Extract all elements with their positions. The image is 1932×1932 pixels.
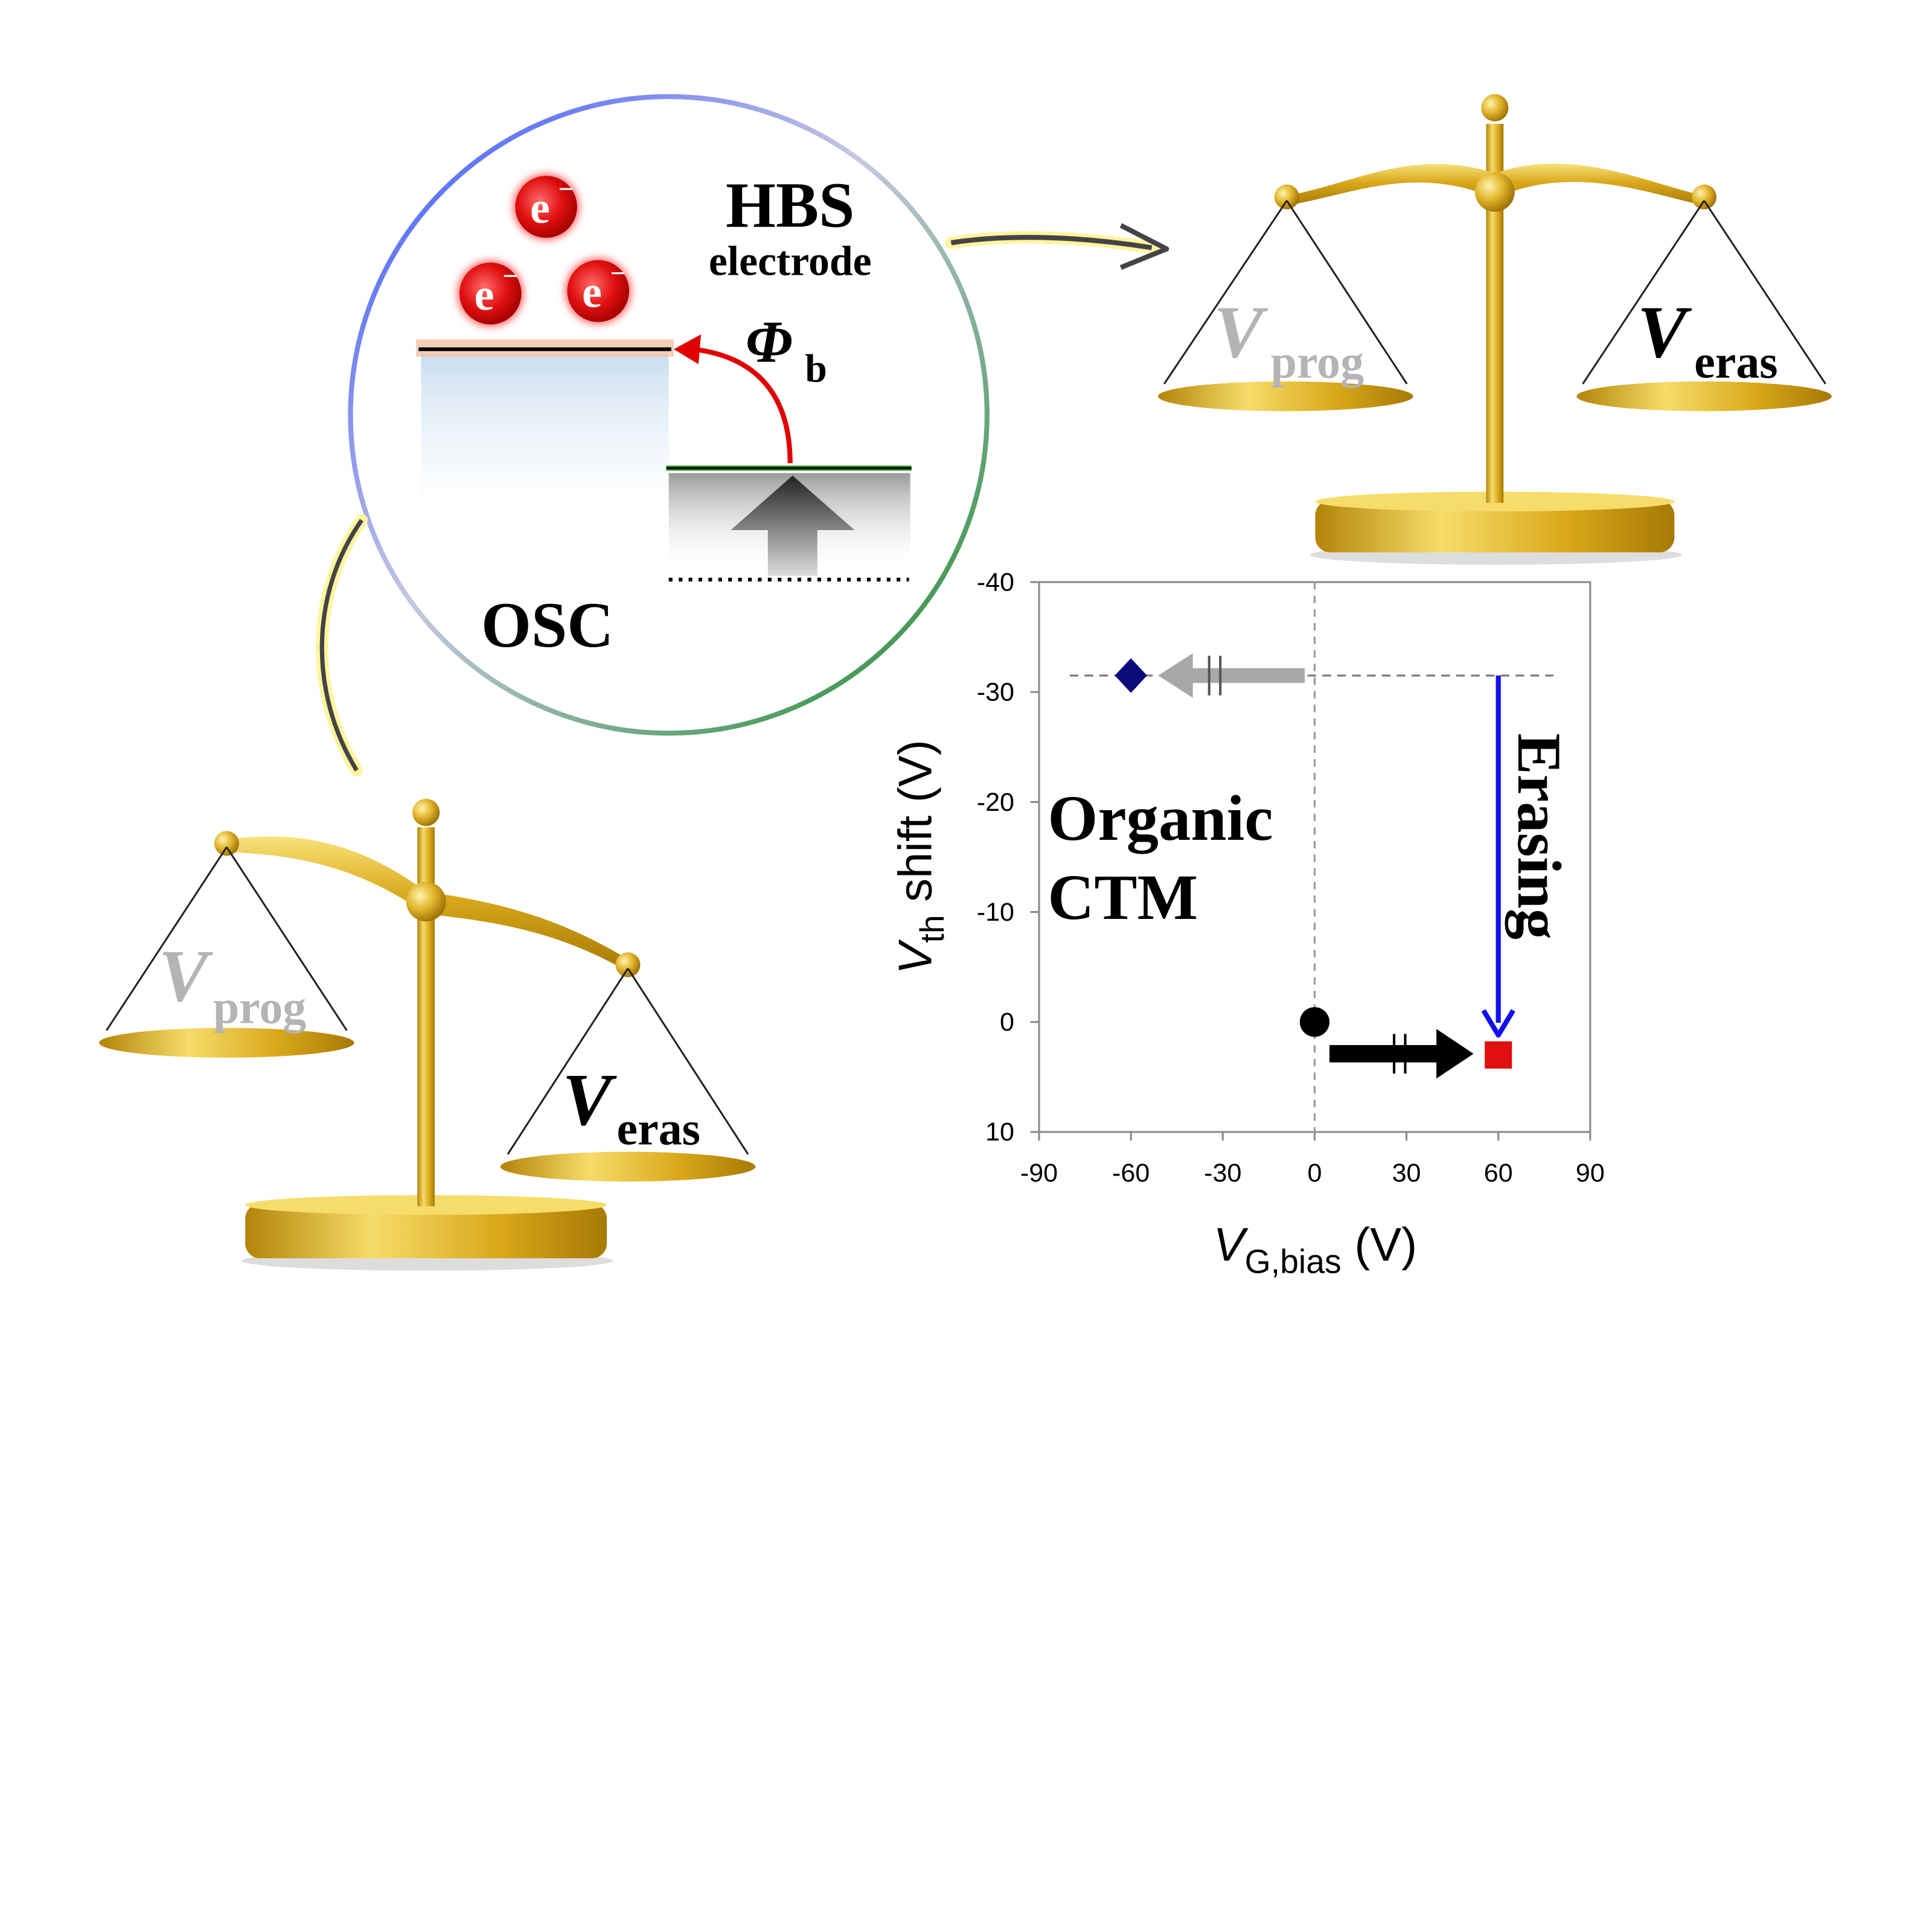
- program-arrow-shaft: [1188, 668, 1305, 683]
- y-tick-label: 0: [1000, 1008, 1014, 1037]
- svg-text:−: −: [610, 258, 626, 289]
- initial-point: [1299, 1007, 1330, 1037]
- data-points: [1115, 658, 1512, 1069]
- y-axis-label: Vth shift (V): [889, 740, 952, 974]
- x-tick-label: -30: [1204, 1159, 1241, 1188]
- svg-text:e: e: [475, 270, 494, 319]
- bias-arrow-shaft: [1329, 1044, 1439, 1063]
- x-tick-label: 90: [1576, 1159, 1605, 1188]
- vth-shift-chart: -90 -60 -30 0 30 60 90 -40 -30 -20 -10 0 10 Organic…: [889, 568, 1605, 1280]
- barrier-arrow-head: [673, 334, 702, 365]
- eras-label-sub: eras: [1694, 336, 1777, 388]
- scale-pan-left: [1157, 381, 1413, 412]
- prog-label: V: [1214, 290, 1268, 373]
- osc-block: [421, 354, 669, 540]
- annotation-erasing: Erasing: [1505, 733, 1573, 939]
- x-tick-label: 30: [1392, 1159, 1421, 1188]
- scale-base: [1315, 500, 1675, 552]
- connector-to-bottom-scale: [319, 519, 363, 772]
- x-tick-label: -60: [1112, 1159, 1150, 1188]
- svg-text:e: e: [582, 267, 602, 317]
- scale-pan-right: [500, 1151, 756, 1182]
- x-tick-label: 60: [1484, 1159, 1513, 1188]
- hbs-title: HBS: [726, 170, 854, 241]
- x-tick-label: 0: [1307, 1159, 1322, 1188]
- x-axis: -90 -60 -30 0 30 60 90: [1020, 1131, 1605, 1188]
- prog-label-sub: prog: [1271, 336, 1364, 388]
- scale-finial: [412, 799, 440, 827]
- scale-base: [245, 1203, 607, 1259]
- y-tick-label: -20: [977, 788, 1014, 817]
- scale-pivot: [406, 881, 446, 922]
- scale-pan-left: [99, 1028, 354, 1058]
- erasing-arrow-head: [1481, 1009, 1515, 1038]
- scale-finial: [1481, 94, 1509, 122]
- y-tick-label: 10: [985, 1118, 1014, 1147]
- barrier-label: Φ: [746, 309, 793, 375]
- level-shift-arrow: [731, 475, 855, 576]
- y-tick-label: -10: [977, 898, 1014, 927]
- svg-text:−: −: [502, 261, 518, 291]
- eras-label: V: [562, 1058, 617, 1141]
- electron: e −: [456, 260, 524, 327]
- barrier-arrow: [693, 347, 793, 464]
- prog-label-sub: prog: [213, 981, 306, 1033]
- y-axis: -40 -30 -20 -10 0 10: [977, 568, 1040, 1147]
- hbs-subtitle: electrode: [709, 238, 872, 284]
- shift-arrows: [1158, 653, 1515, 1079]
- reference-lines: [1069, 582, 1553, 1132]
- electron: e −: [565, 257, 632, 325]
- x-tick-label: -90: [1020, 1159, 1058, 1188]
- eras-label: V: [1637, 290, 1692, 373]
- eras-label-sub: eras: [617, 1102, 700, 1154]
- osc-label: OSC: [481, 590, 613, 661]
- scale-pivot: [1475, 172, 1515, 212]
- svg-text:−: −: [558, 174, 574, 204]
- prog-label: V: [159, 934, 214, 1017]
- scale-pan-right: [1576, 381, 1832, 412]
- balance-scale-balanced: V prog V eras: [1157, 94, 1832, 565]
- program-arrow-head: [1158, 653, 1193, 698]
- electron: e −: [513, 173, 580, 240]
- connector-to-top-scale: [950, 235, 1153, 251]
- annotation-organic: Organic: [1048, 783, 1273, 854]
- band-diagram-inset: e − e − e − HBS electrode Φ b OSC: [348, 94, 990, 736]
- connector-arrow-head: [1119, 223, 1169, 270]
- balance-scale-tilted: V prog V eras: [99, 799, 756, 1271]
- erased-point: [1485, 1041, 1512, 1069]
- x-axis-label: VG,bias (V): [1214, 1218, 1418, 1281]
- y-tick-label: -30: [977, 678, 1014, 707]
- programmed-point: [1115, 658, 1147, 693]
- svg-text:e: e: [530, 183, 550, 232]
- y-tick-label: -40: [977, 568, 1014, 597]
- barrier-label-sub: b: [805, 347, 827, 391]
- annotation-ctm: CTM: [1048, 862, 1198, 933]
- bias-arrow-head: [1436, 1029, 1474, 1079]
